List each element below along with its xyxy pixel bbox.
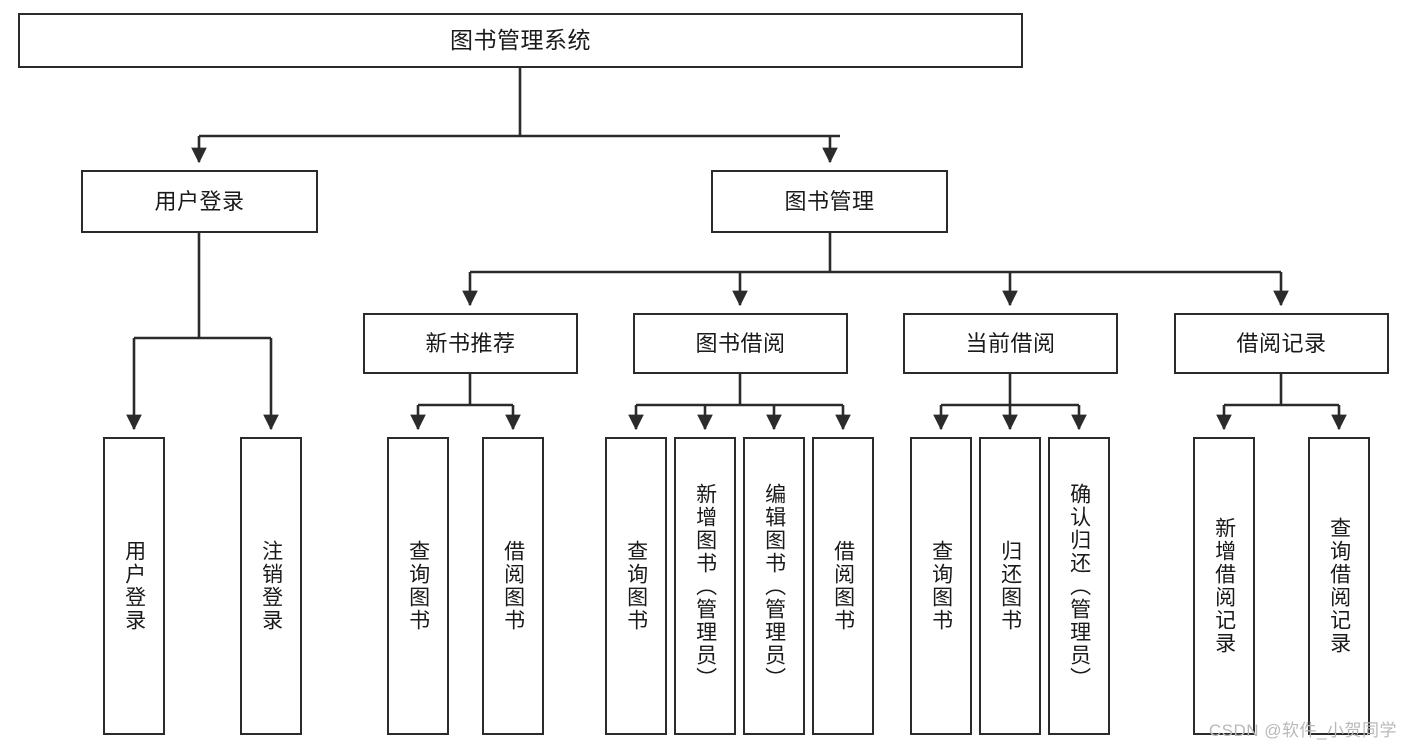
node-new-book-recommendation[interactable]: 新书推荐 bbox=[363, 313, 578, 374]
node-book-borrowing[interactable]: 图书借阅 bbox=[633, 313, 848, 374]
node-book-management[interactable]: 图书管理 bbox=[711, 170, 948, 233]
node-label: 用户登录 bbox=[122, 540, 146, 632]
node-label: 新书推荐 bbox=[425, 330, 516, 356]
node-label: 图书管理 bbox=[784, 188, 875, 214]
node-label: 查询借阅记录 bbox=[1327, 517, 1351, 655]
node-label: 当前借阅 bbox=[965, 330, 1056, 356]
node-label: 编辑图书（管理员） bbox=[762, 482, 786, 690]
node-label: 图书借阅 bbox=[695, 330, 786, 356]
node-leaf-borrow-book-2[interactable]: 借阅图书 bbox=[812, 437, 874, 735]
node-leaf-add-book-admin[interactable]: 新增图书（管理员） bbox=[674, 437, 736, 735]
node-leaf-add-borrow-record[interactable]: 新增借阅记录 bbox=[1193, 437, 1255, 735]
node-root-system[interactable]: 图书管理系统 bbox=[18, 13, 1023, 68]
node-leaf-query-book-1[interactable]: 查询图书 bbox=[387, 437, 449, 735]
node-leaf-user-login[interactable]: 用户登录 bbox=[103, 437, 165, 735]
node-label: 查询图书 bbox=[624, 540, 648, 632]
node-label: 新增图书（管理员） bbox=[693, 482, 717, 690]
node-leaf-query-book-2[interactable]: 查询图书 bbox=[605, 437, 667, 735]
node-leaf-query-book-3[interactable]: 查询图书 bbox=[910, 437, 972, 735]
node-leaf-edit-book-admin[interactable]: 编辑图书（管理员） bbox=[743, 437, 805, 735]
node-leaf-borrow-book-1[interactable]: 借阅图书 bbox=[482, 437, 544, 735]
node-borrowing-record[interactable]: 借阅记录 bbox=[1174, 313, 1389, 374]
node-label: 借阅图书 bbox=[831, 540, 855, 632]
node-leaf-query-borrow-record[interactable]: 查询借阅记录 bbox=[1308, 437, 1370, 735]
node-label: 确认归还（管理员） bbox=[1067, 482, 1091, 690]
watermark-text: CSDN @软件_小贺同学 bbox=[1208, 721, 1397, 740]
node-leaf-return-book[interactable]: 归还图书 bbox=[979, 437, 1041, 735]
node-user-login[interactable]: 用户登录 bbox=[81, 170, 318, 233]
node-label: 注销登录 bbox=[259, 540, 283, 632]
node-label: 用户登录 bbox=[154, 188, 245, 214]
node-label: 图书管理系统 bbox=[450, 26, 591, 53]
node-label: 借阅记录 bbox=[1236, 330, 1327, 356]
node-current-borrowing[interactable]: 当前借阅 bbox=[903, 313, 1118, 374]
node-label: 归还图书 bbox=[998, 540, 1022, 632]
node-leaf-confirm-return-admin[interactable]: 确认归还（管理员） bbox=[1048, 437, 1110, 735]
node-label: 查询图书 bbox=[406, 540, 430, 632]
node-label: 新增借阅记录 bbox=[1212, 517, 1236, 655]
node-label: 借阅图书 bbox=[501, 540, 525, 632]
node-label: 查询图书 bbox=[929, 540, 953, 632]
node-leaf-logout[interactable]: 注销登录 bbox=[240, 437, 302, 735]
